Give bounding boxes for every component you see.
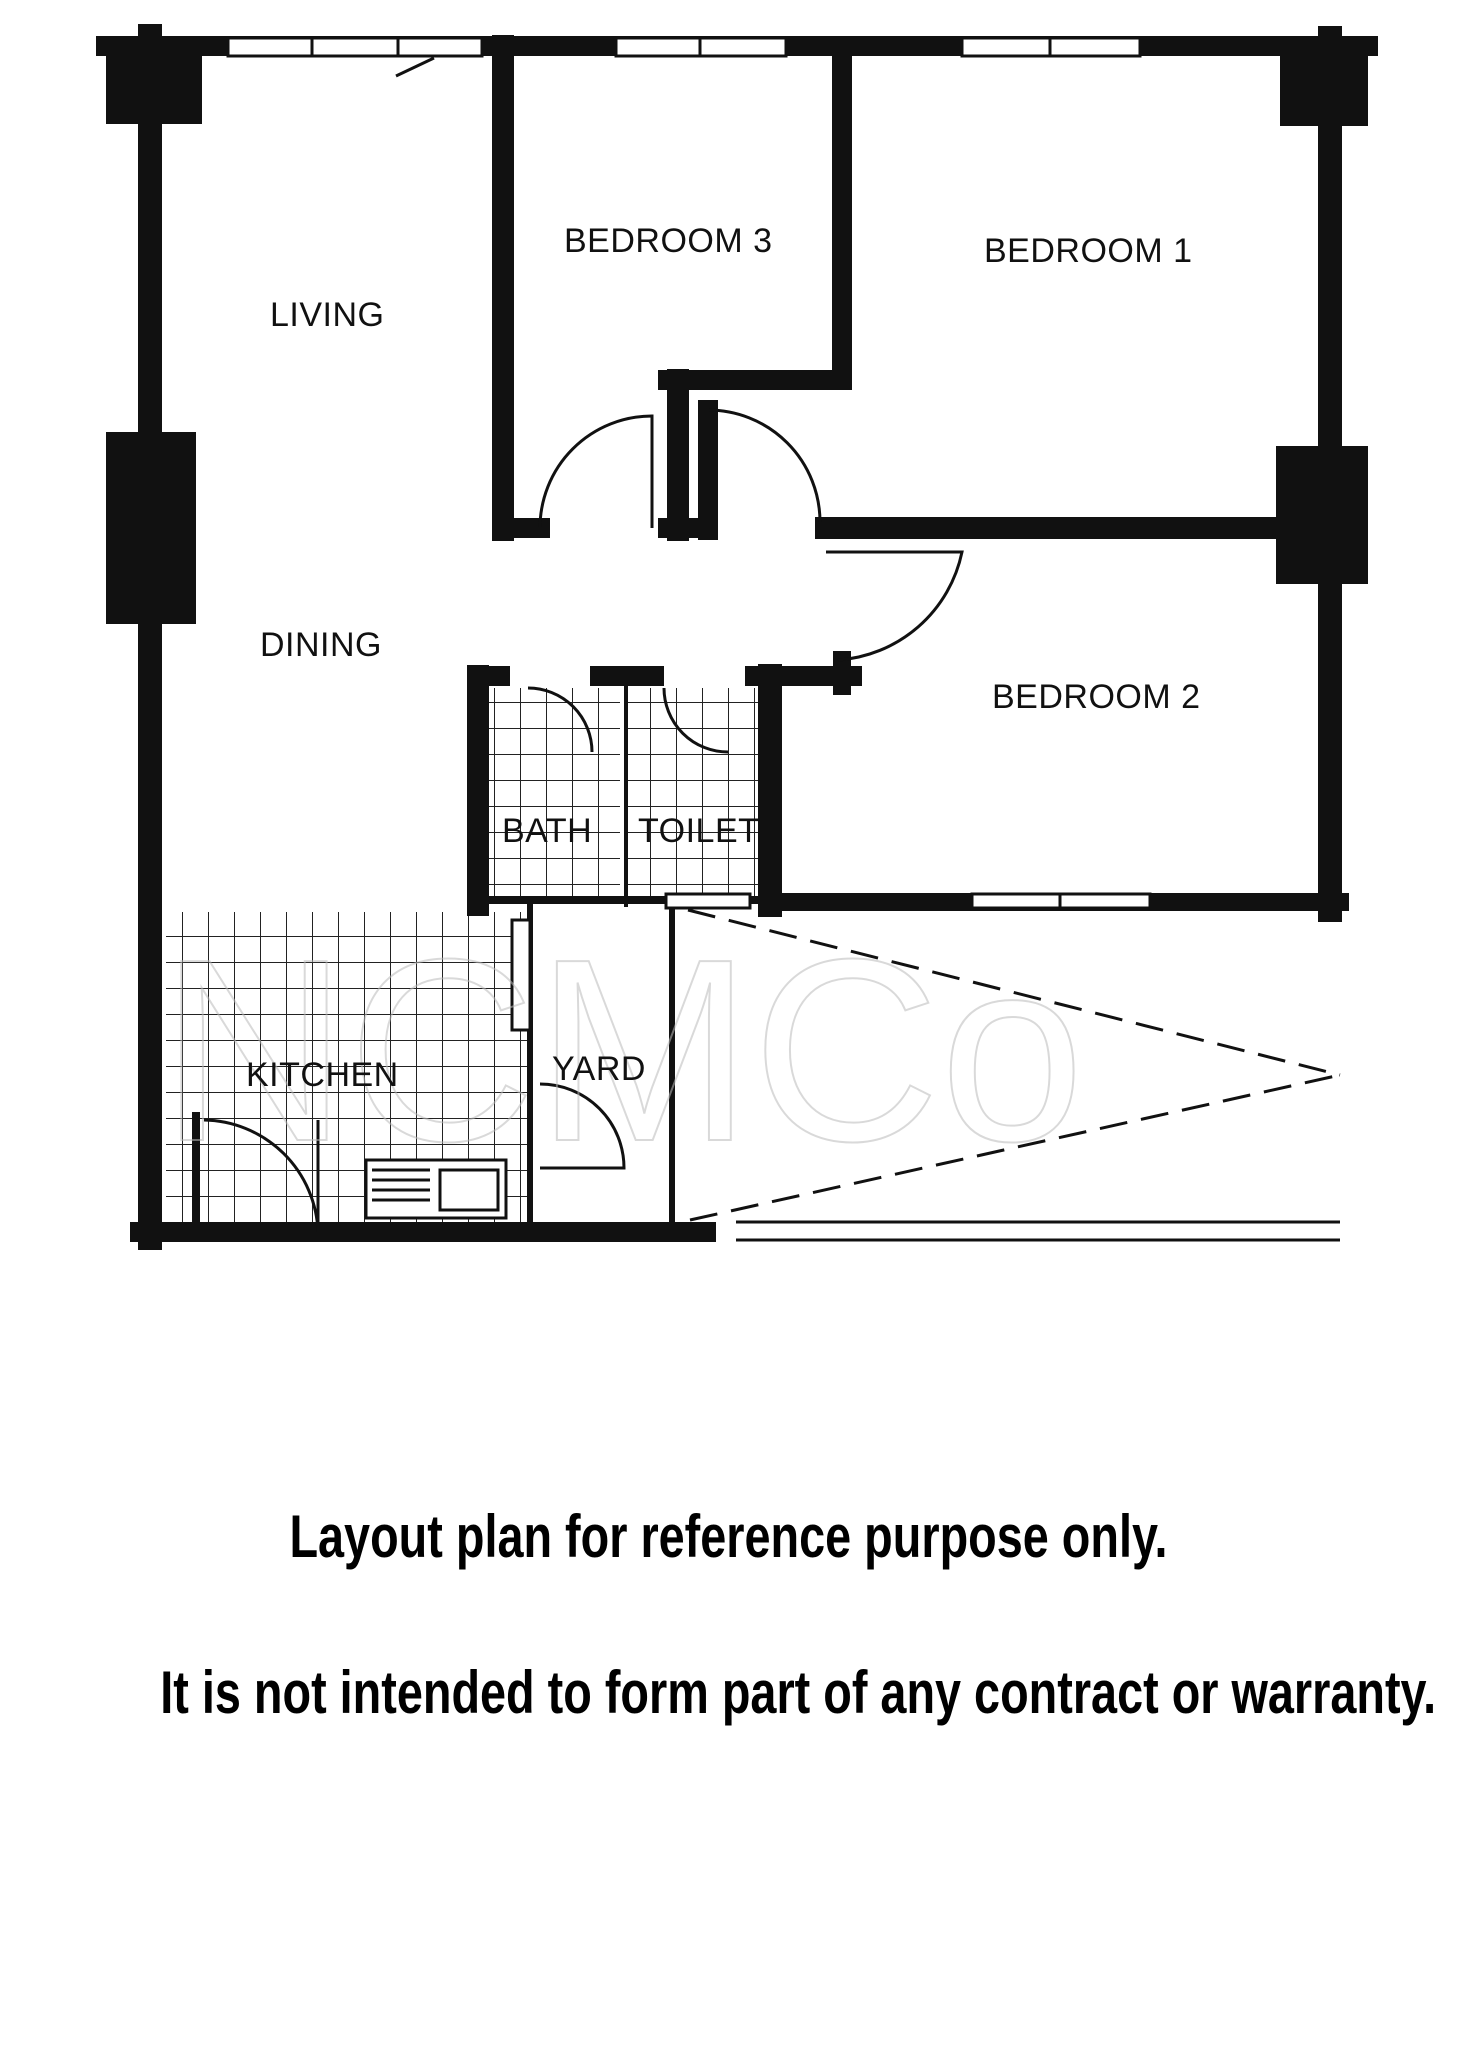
label-yard: YARD	[552, 1050, 646, 1088]
toilet-tiles	[628, 688, 758, 896]
disclaimer-line-2: It is not intended to form part of any c…	[160, 1659, 1437, 1726]
floor-plan-drawing: NCMCo LIVING DINING BEDROOM 3 BEDROOM 1 …	[96, 24, 1378, 1250]
label-bedroom2: BEDROOM 2	[992, 678, 1201, 716]
windows	[226, 36, 1152, 1032]
watermark: NCMCo	[160, 906, 1084, 1196]
label-living: LIVING	[270, 296, 384, 334]
label-bath: BATH	[502, 812, 592, 850]
doors	[203, 56, 964, 1233]
kitchen-counter	[364, 1158, 508, 1220]
label-toilet: TOILET	[638, 812, 759, 850]
bath-tiles	[488, 688, 620, 896]
stair-void	[687, 908, 1341, 1242]
label-bedroom1: BEDROOM 1	[984, 232, 1193, 270]
label-kitchen: KITCHEN	[246, 1056, 399, 1094]
label-bedroom3: BEDROOM 3	[564, 222, 773, 260]
floor-plan: NCMCo LIVING DINING BEDROOM 3 BEDROOM 1 …	[96, 24, 1378, 1250]
label-dining: DINING	[260, 626, 382, 664]
disclaimer-line-1: Layout plan for reference purpose only.	[289, 1503, 1168, 1570]
